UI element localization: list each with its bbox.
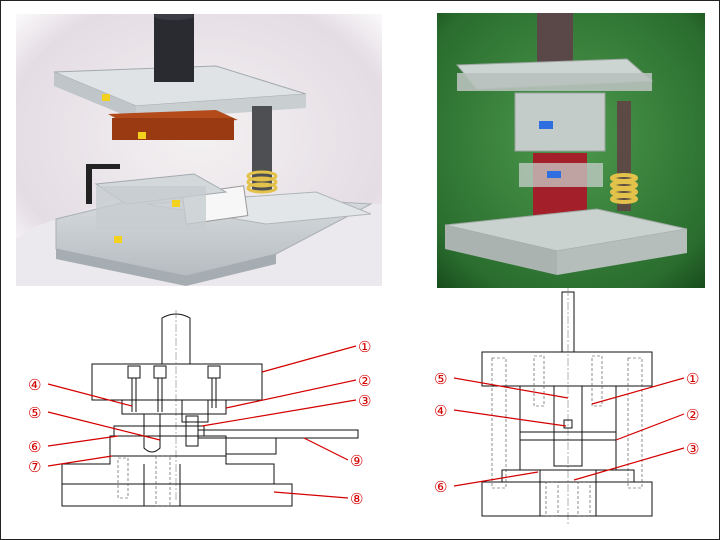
- callout-6: ⑥: [434, 478, 447, 496]
- callout-3: ③: [686, 440, 699, 458]
- callout-7: ⑦: [28, 458, 41, 476]
- callout-4: ④: [28, 376, 41, 394]
- callout-1: ①: [358, 338, 371, 356]
- callout-5: ⑤: [28, 404, 41, 422]
- die-set-photo-icon: [16, 14, 382, 286]
- section-drawing-left: ① ② ③ ④ ⑤ ⑥ ⑦ ⑧ ⑨: [14, 300, 414, 520]
- callout-5: ⑤: [434, 370, 447, 388]
- die-set-photo-left: [16, 14, 382, 286]
- callout-8: ⑧: [350, 490, 363, 508]
- die-set-photo-icon: [437, 13, 705, 288]
- callout-2: ②: [358, 372, 371, 390]
- callout-1: ①: [686, 370, 699, 388]
- callout-6: ⑥: [28, 438, 41, 456]
- callout-4: ④: [434, 402, 447, 420]
- die-set-photo-right: [437, 13, 705, 288]
- callout-3: ③: [358, 392, 371, 410]
- section-drawing-right: ① ② ③ ④ ⑤ ⑥: [416, 286, 716, 531]
- callout-9: ⑨: [350, 452, 363, 470]
- callout-2: ②: [686, 406, 699, 424]
